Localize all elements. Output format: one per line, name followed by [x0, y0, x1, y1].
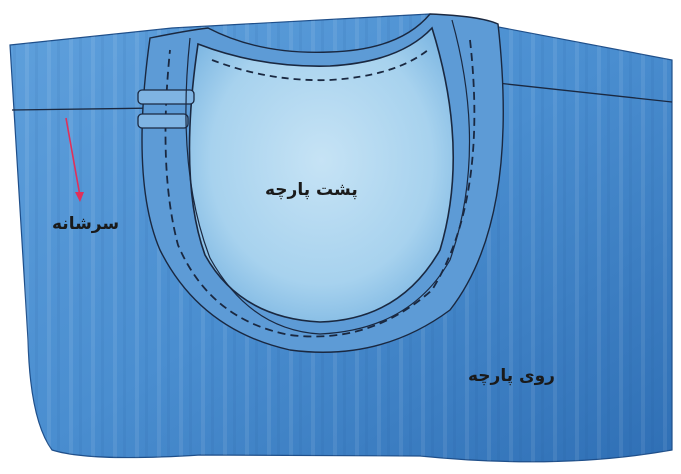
label-fabric-face: روی پارچه — [468, 366, 555, 386]
fabric-back-panel — [189, 28, 453, 322]
label-fabric-back: پشت پارچه — [265, 180, 358, 200]
label-shoulder: سرشانه — [52, 214, 119, 234]
